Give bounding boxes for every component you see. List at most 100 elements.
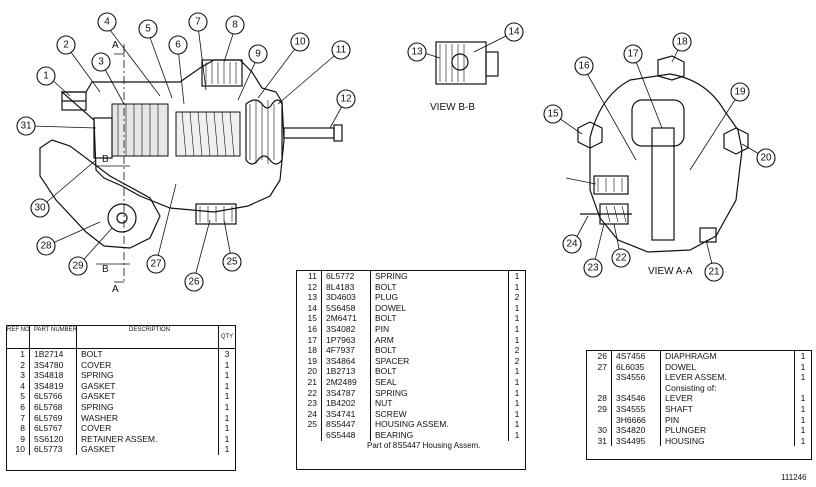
callout-20: 20 [756, 148, 776, 168]
callout-4: 4 [97, 12, 117, 32]
svg-text:22: 22 [615, 253, 627, 264]
svg-text:1: 1 [43, 71, 49, 82]
cell-part-number: 3S4741 [322, 408, 371, 420]
cell-part-number: 3S4780 [30, 359, 77, 371]
cell-part-number: 6S5448 [322, 429, 371, 441]
cell-qty: 1 [224, 380, 230, 391]
cell-part-number: 4F7937 [322, 345, 371, 356]
cell-part-number: 3S4495 [612, 435, 661, 447]
header-ref: REF NO. [7, 326, 30, 348]
svg-text:30: 30 [34, 203, 46, 214]
callout-26: 26 [184, 272, 204, 292]
cell-ref [587, 382, 612, 394]
cell-description: SHAFT [661, 403, 795, 415]
cell-description: DOWEL [661, 361, 795, 373]
callout-16: 16 [574, 56, 594, 76]
cell-qty: 1 [514, 366, 520, 377]
svg-text:28: 28 [40, 241, 52, 252]
cell-qty: 1 [800, 361, 806, 372]
cell-qty: 3 [224, 349, 230, 359]
svg-text:27: 27 [150, 259, 162, 270]
cell-description: BOLT [77, 349, 219, 360]
cell-ref: 17 [297, 334, 322, 346]
cell-qty: 1 [224, 391, 230, 402]
cell-ref: 10 [7, 444, 30, 455]
cell-qty: 1 [514, 313, 520, 324]
cell-qty: 1 [800, 372, 806, 383]
cell-description: SEAL [371, 376, 509, 388]
cell-ref: 23 [297, 398, 322, 409]
cell-qty: 2 [514, 355, 520, 366]
svg-text:20: 20 [760, 153, 772, 164]
svg-text:6: 6 [175, 40, 181, 51]
cell-ref: 24 [297, 408, 322, 420]
cell-ref: 28 [587, 393, 612, 404]
cell-description: COVER [77, 423, 219, 434]
svg-text:26: 26 [188, 277, 200, 288]
cell-ref: 4 [7, 380, 30, 392]
svg-text:23: 23 [587, 263, 599, 274]
callout-3: 3 [91, 52, 111, 72]
cell-qty: 1 [224, 412, 230, 423]
section-a-label-top: A [112, 40, 119, 51]
svg-text:19: 19 [734, 87, 746, 98]
cell-qty: 1 [514, 271, 520, 281]
cell-ref: 22 [297, 387, 322, 399]
cell-description: DOWEL [371, 302, 509, 314]
svg-text:8: 8 [232, 20, 238, 31]
cell-qty: 1 [224, 401, 230, 412]
cell-description: SPRING [371, 271, 509, 282]
cell-ref: 20 [297, 366, 322, 377]
svg-text:2: 2 [63, 40, 69, 51]
svg-text:9: 9 [255, 49, 261, 60]
callout-9: 9 [248, 44, 268, 64]
table-header: REF NO. PART NUMBER DESCRIPTION QTY [7, 326, 235, 349]
cell-description: SPACER [371, 355, 509, 367]
svg-text:16: 16 [578, 61, 590, 72]
callout-28: 28 [36, 236, 56, 256]
cell-part-number: 3S4556 [612, 372, 661, 383]
callout-15: 15 [543, 104, 563, 124]
cell-qty: 1 [514, 419, 520, 430]
svg-text:31: 31 [20, 121, 32, 132]
cell-ref: 14 [297, 302, 322, 314]
cell-ref: 26 [587, 351, 612, 362]
spring-11 [245, 99, 283, 165]
cell-qty: 1 [514, 387, 520, 398]
svg-text:14: 14 [508, 27, 520, 38]
callout-13: 13 [407, 42, 427, 62]
cell-description: SPRING [77, 370, 219, 381]
svg-text:5: 5 [145, 24, 151, 35]
cell-ref [587, 372, 612, 383]
cell-qty: 1 [514, 281, 520, 292]
cell-ref: 2 [7, 359, 30, 371]
cell-qty: 1 [514, 398, 520, 409]
cell-description: PLUG [371, 292, 509, 303]
callout-19: 19 [730, 82, 750, 102]
callout-7: 7 [188, 12, 208, 32]
main-section-view: A A B B [39, 40, 343, 295]
svg-text:15: 15 [547, 109, 559, 120]
callout-6: 6 [168, 35, 188, 55]
cell-description: RETAINER ASSEM. [77, 433, 219, 445]
cell-description: COVER [77, 359, 219, 371]
callout-30: 30 [30, 198, 50, 218]
view-aa: VIEW A-A [577, 55, 749, 277]
callout-24: 24 [562, 234, 582, 254]
callout-31: 31 [16, 116, 36, 136]
cell-part-number: 8L4183 [322, 281, 371, 293]
cell-description: HOUSING [661, 435, 795, 447]
